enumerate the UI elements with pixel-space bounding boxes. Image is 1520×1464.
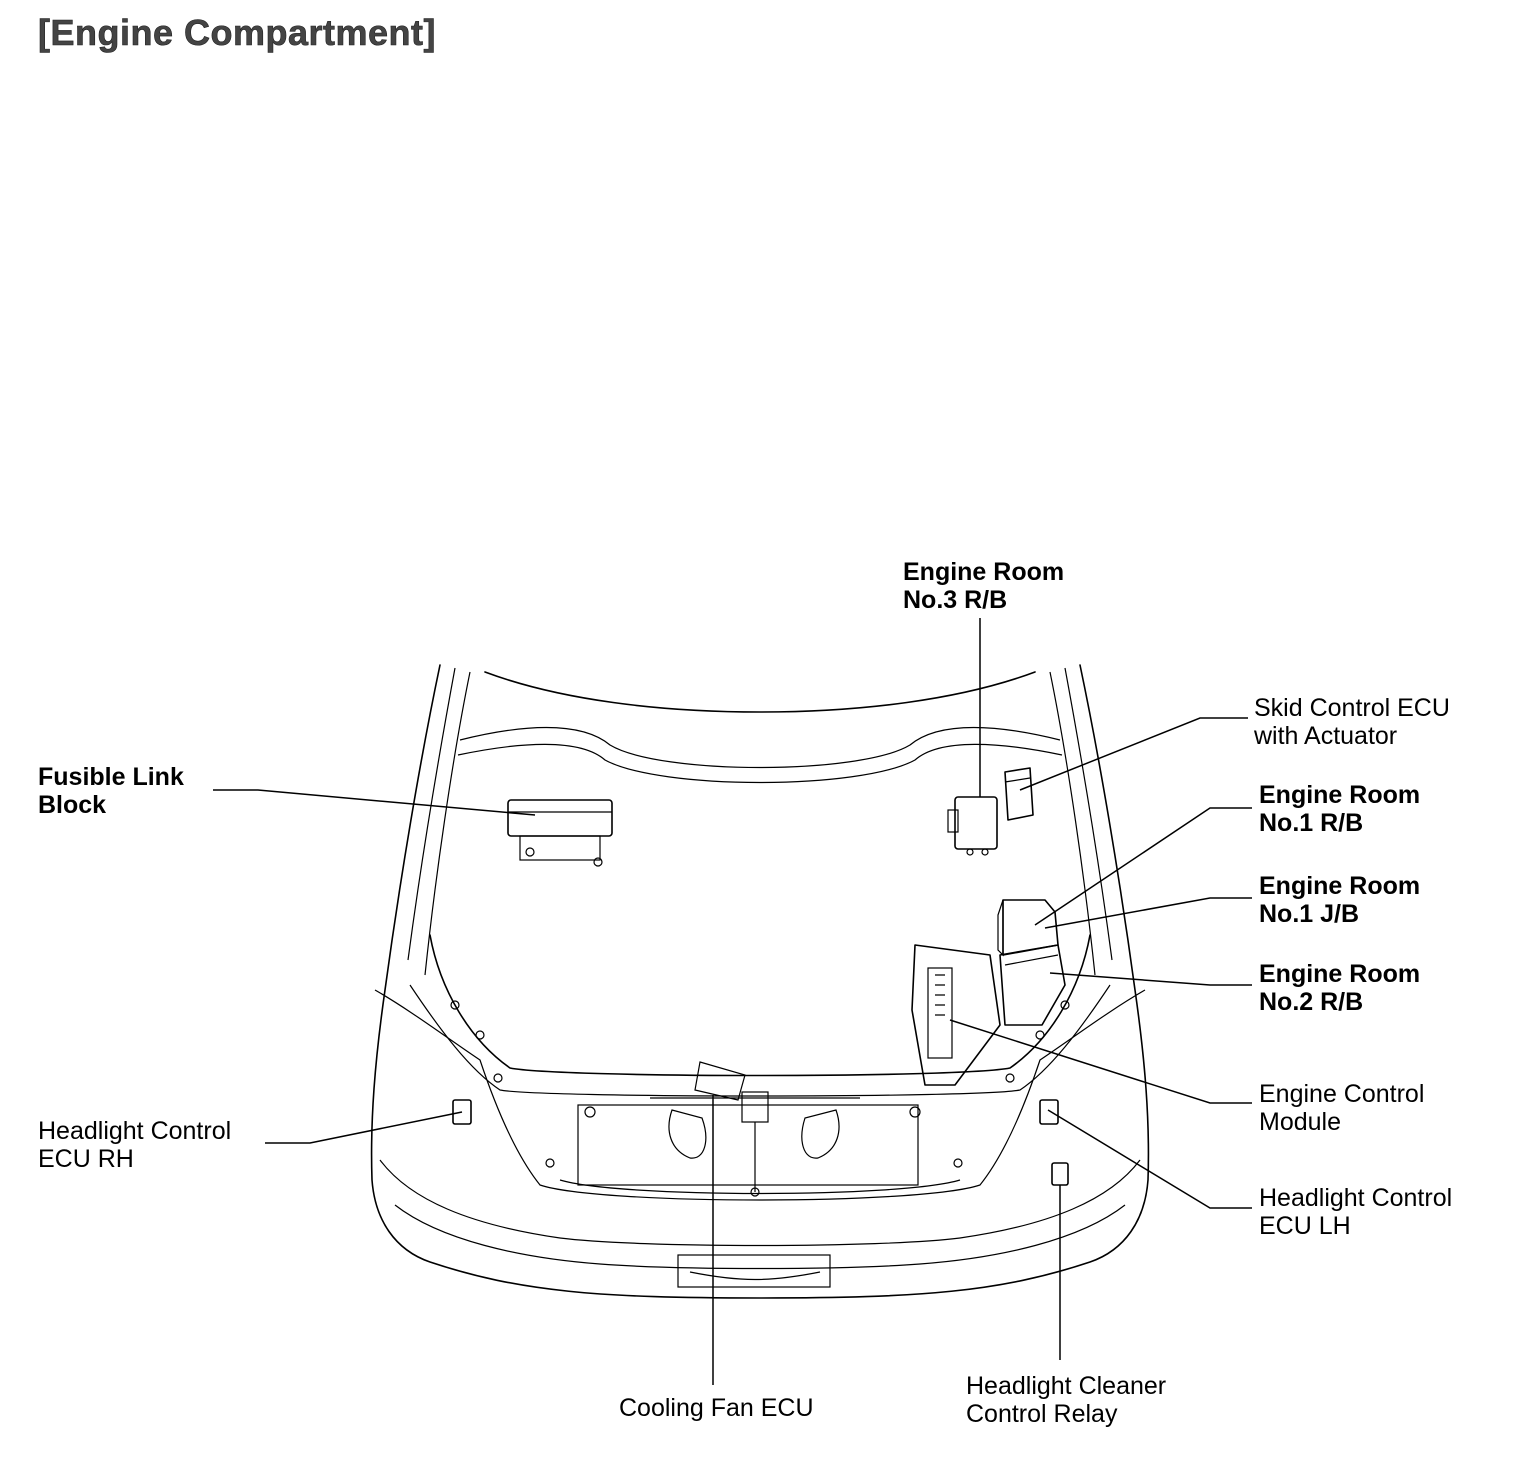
label-line: Headlight Control	[38, 1117, 232, 1145]
label-line: Control Relay	[966, 1400, 1118, 1428]
skid-control-ecu-part	[1004, 767, 1034, 821]
label-line: ECU LH	[1259, 1212, 1351, 1240]
label-line: Headlight Control	[1259, 1184, 1453, 1212]
leader-line-no1-jb	[1044, 897, 1252, 929]
leader-line-ecm	[949, 1019, 1252, 1104]
label-fusible-link-block: Fusible Link Block	[38, 763, 184, 819]
label-headlight-control-ecu-lh: Headlight Control ECU LH	[1259, 1184, 1452, 1240]
leader-line-no1-rb	[1034, 807, 1252, 926]
car-body-outline	[370, 664, 1150, 1299]
leader-line-headlight-rh	[265, 1111, 463, 1144]
label-line: Headlight Cleaner	[966, 1372, 1167, 1400]
engine-control-module-part	[911, 944, 1001, 1086]
leader-lines	[213, 618, 1252, 1385]
label-line: No.1 R/B	[1259, 809, 1364, 837]
engine-room-no2-rb-part	[999, 944, 1066, 1026]
label-line: Engine Room	[1259, 960, 1421, 988]
label-headlight-control-ecu-rh: Headlight Control ECU RH	[38, 1117, 231, 1173]
headlight-cleaner-relay-part	[1051, 1162, 1069, 1186]
headlight-control-ecu-rh-part	[452, 1099, 472, 1125]
label-line: Engine Room	[903, 558, 1065, 586]
label-line: ECU RH	[38, 1145, 134, 1173]
page-title: [Engine Compartment]	[38, 12, 437, 54]
label-engine-room-no1-rb: Engine Room No.1 R/B	[1259, 781, 1420, 837]
label-engine-room-no1-jb: Engine Room No.1 J/B	[1259, 872, 1420, 928]
engine-room-no3-rb-part	[947, 796, 998, 856]
label-engine-room-no3-rb: Engine Room No.3 R/B	[903, 558, 1064, 614]
headlight-control-ecu-lh-part	[1039, 1099, 1059, 1125]
label-line: Engine Room	[1259, 872, 1421, 900]
label-cooling-fan-ecu: Cooling Fan ECU	[619, 1394, 814, 1422]
label-line: Skid Control ECU	[1254, 694, 1450, 722]
label-line: No.2 R/B	[1259, 988, 1364, 1016]
engine-bay-outline	[374, 934, 1146, 1201]
leader-line-headlight-lh	[1047, 1109, 1252, 1209]
label-line: Block	[38, 791, 107, 819]
label-line: with Actuator	[1254, 722, 1398, 750]
label-line: No.1 J/B	[1259, 900, 1360, 928]
label-line: Fusible Link	[38, 763, 184, 791]
label-line: No.3 R/B	[903, 586, 1008, 614]
front-bumper	[379, 1159, 1141, 1288]
label-engine-control-module: Engine Control Module	[1259, 1080, 1424, 1136]
label-line: Engine Room	[1259, 781, 1421, 809]
label-skid-control-ecu: Skid Control ECU with Actuator	[1254, 694, 1450, 750]
leader-line-fusible-link	[213, 789, 536, 816]
leader-line-no2-rb	[1049, 972, 1252, 986]
label-engine-room-no2-rb: Engine Room No.2 R/B	[1259, 960, 1420, 1016]
label-line: Cooling Fan ECU	[619, 1394, 814, 1422]
fusible-link-block-part	[507, 799, 613, 867]
label-line: Engine Control	[1259, 1080, 1425, 1108]
label-line: Module	[1259, 1108, 1341, 1136]
leader-line-skid-control	[1019, 717, 1248, 791]
label-headlight-cleaner-relay: Headlight Cleaner Control Relay	[966, 1372, 1166, 1428]
